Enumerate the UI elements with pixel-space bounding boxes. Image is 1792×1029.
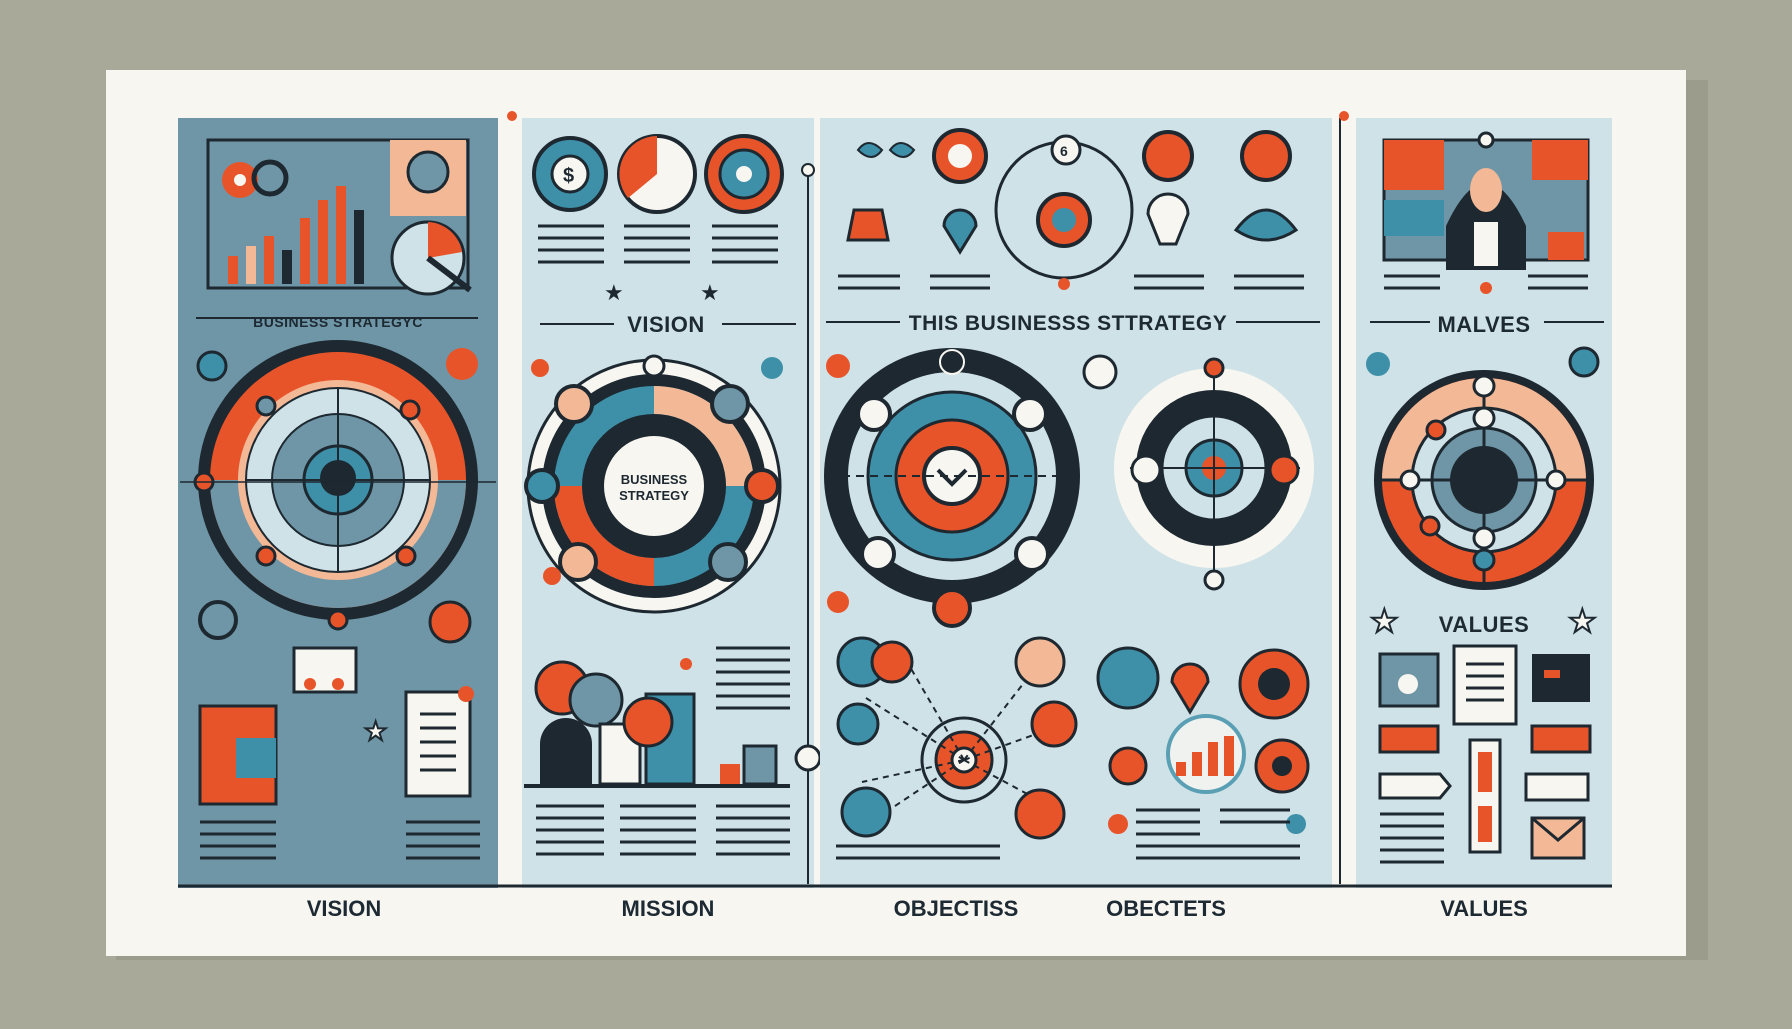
ring-center-label-2: STRATEGY bbox=[619, 488, 689, 503]
label-tag-icon bbox=[1524, 772, 1590, 802]
bar-chart-frame bbox=[206, 138, 470, 290]
body-text-lines-p4b bbox=[1380, 812, 1444, 864]
chat-bubble-icon bbox=[292, 646, 358, 694]
tag-icon bbox=[1530, 724, 1592, 754]
strategy-ring-2 bbox=[524, 354, 783, 614]
panel-2: $ ★ ★ bbox=[507, 111, 814, 888]
panel-4-title: MALVES bbox=[1437, 312, 1531, 337]
panel-1-title: BUSINESS STRATEGYC bbox=[253, 314, 423, 330]
ring-center-label-1: BUSINESS bbox=[621, 472, 688, 487]
body-text-lines-p1 bbox=[200, 820, 480, 860]
check-icon bbox=[922, 446, 982, 506]
arrow-tag-icon bbox=[1378, 772, 1452, 800]
network-icon bbox=[1366, 352, 1390, 376]
badge-icon bbox=[827, 591, 849, 613]
document-icon bbox=[404, 690, 472, 798]
star-icon: ★ bbox=[1568, 603, 1597, 639]
number-six-icon: 6 bbox=[1060, 143, 1068, 159]
badge-icon bbox=[826, 354, 850, 378]
footer-label-mission: MISSION bbox=[621, 896, 715, 921]
panel-1: ★ bbox=[178, 118, 498, 888]
footer-label-values: VALUES bbox=[1440, 896, 1528, 921]
bar-chart-icon bbox=[228, 186, 364, 284]
objectives-network bbox=[836, 636, 1310, 840]
person-icon bbox=[1142, 130, 1194, 182]
body-text-lines-p2a bbox=[538, 224, 778, 264]
body-text-lines-p3a bbox=[838, 274, 1304, 290]
pen-icon bbox=[1082, 354, 1118, 390]
lightbulb-icon bbox=[1146, 192, 1190, 246]
strategy-ring-4 bbox=[1114, 357, 1314, 591]
body-text-lines-p3b bbox=[836, 808, 1300, 860]
footer-label-objectives-2: OBECTETS bbox=[1106, 896, 1226, 921]
leaf-icon bbox=[856, 142, 916, 158]
eye-icon bbox=[406, 150, 450, 194]
star-icon: ★ bbox=[364, 716, 387, 746]
gear-icon bbox=[222, 159, 289, 198]
panel-4: ★ ★ bbox=[1356, 118, 1612, 888]
star-icon: ★ bbox=[700, 280, 720, 305]
panel-3: 6 bbox=[820, 118, 1332, 888]
network-icon bbox=[196, 350, 228, 382]
values-ring bbox=[1374, 370, 1594, 590]
mission-illustration bbox=[524, 658, 790, 788]
body-text-lines-p4a bbox=[1384, 274, 1588, 290]
pie-slice bbox=[428, 222, 462, 258]
strategy-ring-3 bbox=[824, 348, 1080, 628]
grid-icon bbox=[1568, 346, 1600, 378]
badge-icon bbox=[446, 348, 478, 380]
star-icon: ★ bbox=[604, 280, 624, 305]
footer-label-objectives-1: OBJECTISS bbox=[893, 896, 1019, 921]
svg-text:$: $ bbox=[563, 165, 574, 187]
panel-4-subtitle: VALUES bbox=[1438, 612, 1530, 637]
strategy-ring-1 bbox=[180, 340, 496, 631]
tag-icon bbox=[1378, 724, 1440, 754]
document-icon bbox=[1452, 644, 1518, 726]
magnifier-icon bbox=[198, 600, 238, 640]
panel-3-title: THIS BUSINESSS STTRATEGY bbox=[908, 312, 1228, 335]
pot-icon bbox=[846, 208, 890, 242]
footer-label-vision: VISION bbox=[306, 896, 382, 921]
monitor-icon bbox=[1532, 654, 1590, 702]
body-text-lines-p2b bbox=[536, 646, 790, 856]
panel-2-title: VISION bbox=[627, 312, 705, 337]
pin-icon bbox=[942, 208, 978, 255]
star-icon: ★ bbox=[1370, 603, 1399, 639]
flower-icon bbox=[1240, 130, 1292, 182]
target-icon bbox=[428, 600, 472, 644]
